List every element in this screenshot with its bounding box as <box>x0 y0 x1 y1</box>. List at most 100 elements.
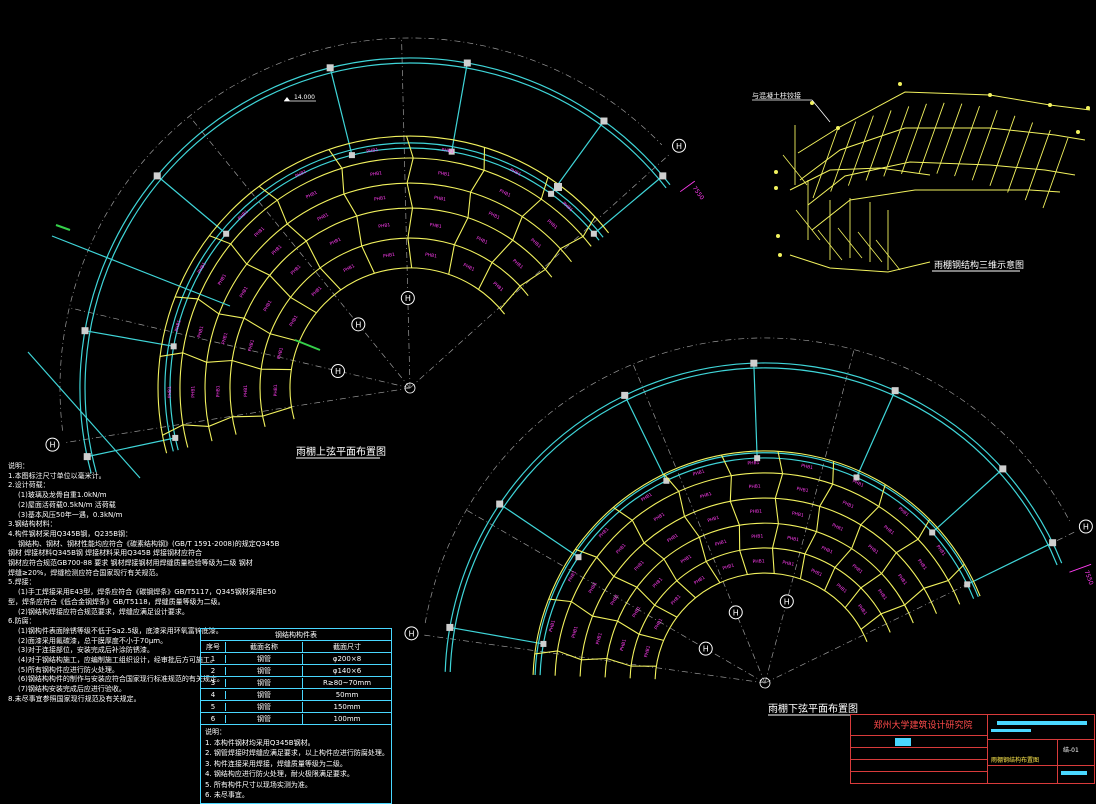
cad-drawing: HHHHHPHB1PHB1PHB1PHB1PHB1PHB1PHB1PHB1PHB… <box>27 37 1094 716</box>
section-mark <box>294 339 321 351</box>
member-tag: PHB1 <box>640 492 654 504</box>
support-node <box>326 64 334 72</box>
member-tag: PHB1 <box>276 347 285 360</box>
dimension-label: 7550 <box>691 185 706 202</box>
member-tag: PHB1 <box>529 237 542 250</box>
truss-brace <box>795 209 821 241</box>
axis-bubble <box>330 364 345 379</box>
member-tag: PHB1 <box>221 332 230 345</box>
member-tag: PHB1 <box>796 486 809 494</box>
support-node <box>540 640 547 647</box>
member-tag: PHB1 <box>429 222 442 230</box>
support-node <box>754 455 761 462</box>
notes-line: 型，焊条应符合《低合金钢焊条》GB/T5118，焊缝质量等级为二级。 <box>8 597 225 606</box>
member-tag: PHB1 <box>722 562 735 571</box>
3d-view-leader-label: 与混凝土柱铰接 <box>752 91 801 100</box>
member-tag: PHB1 <box>752 558 764 565</box>
notes-line: (7)钢结构安装完成后应进行验收。 <box>18 685 126 694</box>
col-header-name: 截面名称 <box>226 641 303 652</box>
axis-bubble <box>1078 519 1093 534</box>
support-node <box>999 465 1007 473</box>
chord-ring <box>629 547 891 679</box>
tb-bar <box>1061 771 1087 775</box>
axis-label: H <box>335 367 341 376</box>
chord-ring <box>289 267 506 420</box>
cell-index: 1 <box>201 654 226 663</box>
dimension-line <box>679 180 696 193</box>
cell-size: 50mm <box>335 690 359 699</box>
chord-ring <box>259 237 529 427</box>
member-tag: PHB1 <box>174 319 183 332</box>
outer-rib <box>753 363 758 459</box>
tb-rule <box>851 771 987 772</box>
member-tag: PHB1 <box>197 261 208 275</box>
support-dot <box>1076 130 1080 134</box>
radial-member <box>721 454 748 575</box>
member-tag: PHB1 <box>294 169 308 180</box>
axis-line <box>64 387 411 444</box>
cell-size: 150mm <box>333 702 361 711</box>
chord-ring <box>604 522 914 678</box>
support-dot <box>776 234 780 238</box>
support-node <box>600 117 608 125</box>
chord-ring <box>532 450 981 675</box>
member-tag: PHB1 <box>876 588 888 601</box>
support-node <box>929 529 936 536</box>
cell-size: φ140×6 <box>332 666 362 675</box>
member-tag: PHB1 <box>588 581 599 595</box>
table-note: 4. 钢结构应进行防火处理，耐火极限满足要求。 <box>205 770 354 778</box>
notes-line: (2)钢结构焊接应符合规范要求，焊缝应满足设计要求。 <box>18 607 189 616</box>
radial-member <box>258 185 342 291</box>
radial-member <box>175 296 300 343</box>
support-node <box>81 327 89 335</box>
support-node <box>663 477 670 484</box>
axis-line <box>632 364 766 684</box>
centre-mark <box>759 677 771 689</box>
truss-web <box>936 103 963 174</box>
drawing-number: 结-01 <box>1063 747 1079 754</box>
radial-member <box>663 473 721 583</box>
support-dot <box>988 93 992 97</box>
outer-rib <box>855 390 896 478</box>
upper-plan-title: 雨棚上弦平面布置图 <box>296 445 386 458</box>
member-tag: PHB1 <box>305 190 319 201</box>
axis-label: H <box>703 645 709 654</box>
axis-line <box>69 307 411 389</box>
axis-bubble <box>45 437 60 452</box>
tb-rule <box>987 739 1094 740</box>
chord-ring <box>179 157 592 448</box>
member-table-title-row: 钢结构构件表 <box>201 629 391 641</box>
support-dot <box>1048 103 1052 107</box>
tb-rule <box>987 715 988 783</box>
member-tag: PHB1 <box>851 563 864 575</box>
radial-member <box>405 135 414 269</box>
member-tag: PHB1 <box>652 577 665 590</box>
member-tag: PHB1 <box>851 478 865 489</box>
tb-bar <box>997 721 1087 725</box>
radial-member <box>613 506 696 599</box>
table-row: 2 钢管 φ140×6 <box>201 665 391 677</box>
radial-member <box>771 451 784 574</box>
member-tag: PHB1 <box>595 632 604 645</box>
support-node <box>348 152 355 159</box>
notes-line: (4)对于钢结构施工，应编制施工组织设计，经审批后方可施工。 <box>18 656 217 665</box>
truss-web <box>901 103 927 174</box>
radial-member <box>844 519 931 609</box>
truss-web <box>812 127 839 199</box>
truss-web <box>847 115 874 186</box>
outer-rib <box>329 67 353 156</box>
outer-rib <box>451 62 468 152</box>
table-row: 4 钢管 50mm <box>201 689 391 701</box>
support-dot <box>778 253 782 257</box>
cell-size: φ200×8 <box>332 654 362 663</box>
member-tag: PHB1 <box>475 235 489 246</box>
outer-rib <box>87 437 176 458</box>
member-tag: PHB1 <box>791 511 804 519</box>
gutter-arc <box>534 452 979 676</box>
support-dot <box>774 186 778 190</box>
design-notes: 说明： 1.本图标注尺寸单位以毫米计。 2.设计荷载： (1)玻璃及龙骨自重1.… <box>8 462 408 705</box>
axis-bubble <box>404 626 419 641</box>
support-node <box>554 183 562 191</box>
notes-line: 焊缝≥20%，焊缝检测应符合国家现行有关规范。 <box>8 568 163 577</box>
